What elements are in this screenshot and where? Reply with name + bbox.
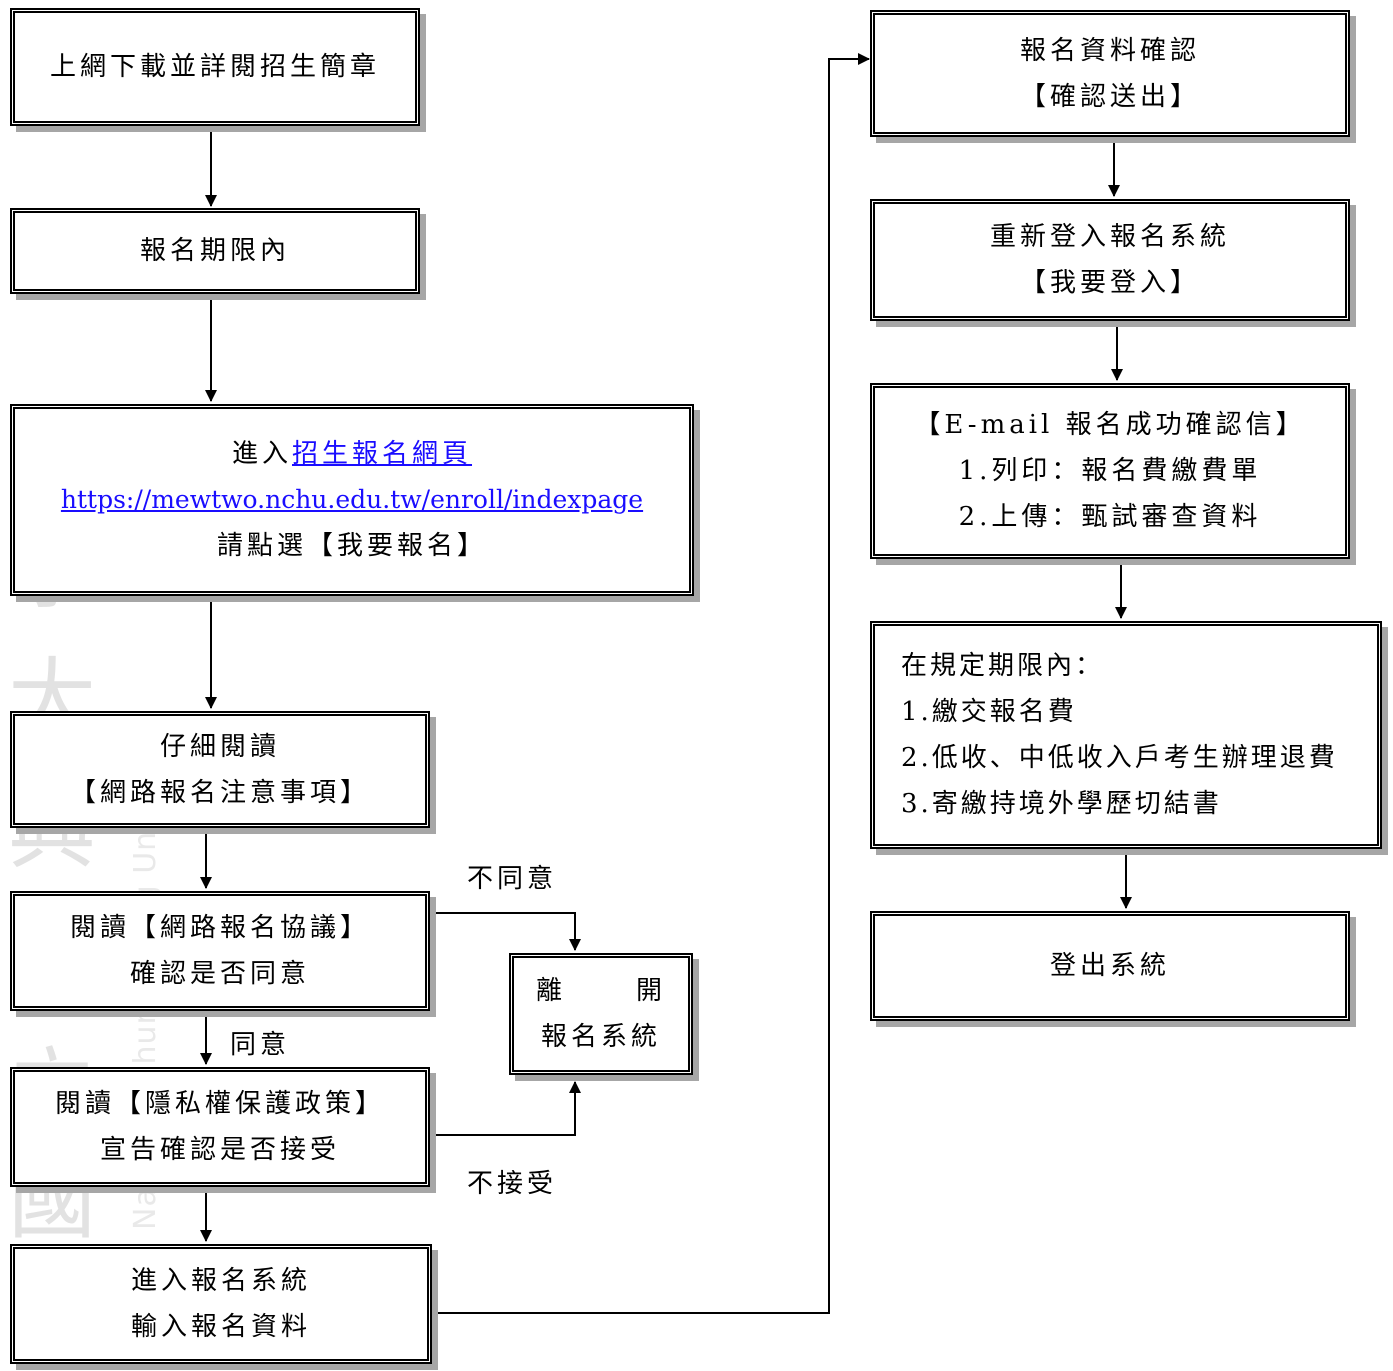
email-title: 【E-mail 報名成功確認信】 — [914, 410, 1306, 440]
step-text-line2: 宣告確認是否接受 — [99, 1135, 340, 1165]
step-text-line1: 重新登入報名系統 — [989, 222, 1230, 252]
step-text-line2: 確認是否同意 — [129, 959, 310, 989]
label-disagree: 不同意 — [467, 864, 558, 894]
registration-url-link[interactable]: https://mewtwo.nchu.edu.tw/enroll/indexp… — [60, 485, 644, 514]
leave-char-2: 開 — [635, 976, 666, 1006]
step-text-line1: 進入報名系統 — [130, 1266, 311, 1296]
deadline-item: 3.寄繳持境外學歷切結書 — [901, 789, 1222, 819]
step-text-line1: 閱讀【隱私權保護政策】 — [54, 1089, 385, 1119]
step-text-line2: 輸入報名資料 — [130, 1312, 311, 1342]
step-text-line1: 報名資料確認 — [1019, 35, 1200, 66]
leave-line1: 離 開 — [536, 968, 666, 1014]
step-deadline-tasks: 在規定期限內： 1.繳交報名費 2.低收、中低收入戶考生辦理退費 3.寄繳持境外… — [870, 621, 1382, 849]
step-text-line1: 仔細閱讀 — [159, 731, 280, 762]
arrow-not-accept-to-leave — [432, 1081, 581, 1136]
step-text: 報名期限內 — [139, 236, 290, 266]
step-email-confirmation: 【E-mail 報名成功確認信】 1.列印：報名費繳費單 2.上傳：甄試審查資料 — [870, 383, 1350, 559]
step-text-line2: 【我要登入】 — [1019, 268, 1200, 298]
step-logout: 登出系統 — [870, 911, 1350, 1021]
step-text: 登出系統 — [1049, 951, 1170, 981]
step-text-line2: 【確認送出】 — [1019, 81, 1200, 112]
deadline-item: 1.繳交報名費 — [901, 697, 1077, 727]
deadline-title: 在規定期限內： — [901, 651, 1105, 681]
step-enter-registration-page: 進入招生報名網頁 https://mewtwo.nchu.edu.tw/enro… — [10, 404, 694, 596]
label-agree: 同意 — [230, 1030, 291, 1060]
leave-char-1: 離 — [536, 976, 567, 1006]
step-registration-period: 報名期限內 — [10, 208, 420, 294]
step-leave-system: 離 開 報名系統 — [509, 953, 693, 1075]
email-item-print: 1.列印：報名費繳費單 — [958, 456, 1262, 486]
step-privacy-policy: 閱讀【隱私權保護政策】 宣告確認是否接受 — [10, 1067, 430, 1187]
url-line: https://mewtwo.nchu.edu.tw/enroll/indexp… — [61, 477, 643, 523]
step-download-brochure: 上網下載並詳閱招生簡章 — [10, 8, 420, 126]
click-register-instruction: 請點選【我要報名】 — [216, 531, 487, 561]
email-item-upload: 2.上傳：甄試審查資料 — [958, 502, 1262, 532]
deadline-item: 2.低收、中低收入戶考生辦理退費 — [901, 743, 1338, 773]
step-enter-system: 進入報名系統 輸入報名資料 — [10, 1244, 432, 1364]
step-confirm-data: 報名資料確認 【確認送出】 — [870, 10, 1350, 137]
step-relogin: 重新登入報名系統 【我要登入】 — [870, 199, 1350, 321]
registration-page-link[interactable]: 招生報名網頁 — [292, 439, 473, 469]
leave-line2: 報名系統 — [540, 1022, 661, 1052]
step-read-notes: 仔細閱讀 【網路報名注意事項】 — [10, 711, 430, 828]
enter-prefix: 進入 — [231, 439, 292, 469]
step-read-agreement: 閱讀【網路報名協議】 確認是否同意 — [10, 891, 430, 1011]
enter-page-line: 進入招生報名網頁 — [232, 431, 472, 477]
step-text: 上網下載並詳閱招生簡章 — [49, 52, 380, 82]
arrow-enter-system-to-confirm — [432, 53, 870, 1314]
step-text-line2: 【網路報名注意事項】 — [69, 777, 370, 808]
arrow-disagree-to-leave — [432, 912, 581, 951]
label-not-accept: 不接受 — [467, 1169, 558, 1199]
step-text-line1: 閱讀【網路報名協議】 — [69, 913, 370, 943]
